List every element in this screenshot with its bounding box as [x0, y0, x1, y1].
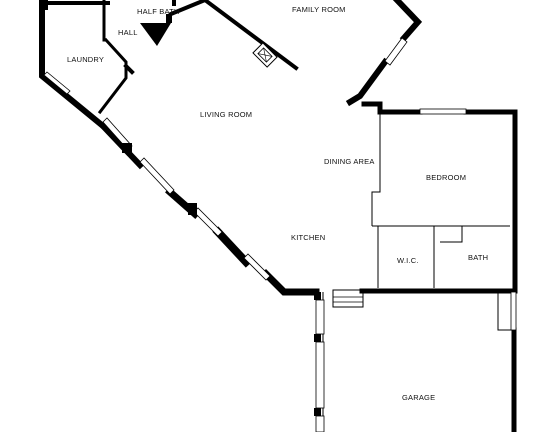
window-garage-right — [510, 291, 517, 331]
label-bath: BATH — [468, 253, 488, 262]
window-living-4 — [243, 253, 271, 281]
fireplace — [252, 42, 278, 68]
window-living-2 — [139, 157, 175, 195]
walls — [39, 0, 518, 432]
label-living-room: LIVING ROOM — [200, 110, 252, 119]
halfbath-corner — [172, 0, 176, 6]
wall-bedroom-top-right — [463, 109, 518, 293]
wall-family-right — [392, 0, 423, 43]
window-living-3 — [193, 207, 223, 237]
wall-family-right-lower — [345, 57, 390, 107]
wall-left-upper — [39, 0, 108, 131]
label-dining-area: DINING AREA — [324, 157, 375, 166]
wall-left-diagonal-3 — [212, 226, 252, 268]
label-hall: HALL — [118, 28, 138, 37]
pillar-1 — [122, 143, 132, 153]
wall-left-diagonal-1 — [98, 121, 145, 170]
window-garage-2 — [315, 341, 325, 409]
halfbath-sink — [166, 14, 172, 23]
window-garage-1 — [315, 299, 325, 335]
label-bedroom: BEDROOM — [426, 173, 466, 182]
partition-dining-right — [371, 112, 381, 226]
label-family-room: FAMILY ROOM — [292, 5, 346, 14]
room-labels: FAMILY ROOM HALF BATH HALL LAUNDRY LIVIN… — [67, 5, 488, 402]
window-bedroom — [419, 108, 467, 115]
hall-notch — [42, 0, 48, 10]
wall-diagonal-family — [202, 0, 299, 71]
wall-laundry-notch — [123, 63, 135, 75]
window-laundry — [43, 71, 71, 95]
wall-laundry-right — [97, 37, 128, 115]
halfbath-fixture — [140, 23, 171, 46]
garage-post-2 — [314, 334, 321, 342]
window-family-right — [384, 37, 408, 66]
garage-stairs — [332, 289, 364, 308]
fixtures — [42, 0, 321, 416]
label-wic: W.I.C. — [397, 256, 419, 265]
partition-bath-top — [440, 226, 463, 243]
garage-side-door — [497, 291, 513, 331]
garage-post-1 — [314, 292, 321, 300]
wall-left-lower — [261, 269, 320, 296]
garage-post-3 — [314, 408, 321, 416]
window-garage-3 — [315, 415, 325, 432]
label-laundry: LAUNDRY — [67, 55, 104, 64]
wall-dining-top — [361, 101, 383, 115]
windows — [43, 37, 517, 432]
label-kitchen: KITCHEN — [291, 233, 325, 242]
label-half-bath: HALF BATH — [137, 7, 180, 16]
pillar-2 — [188, 203, 197, 215]
wall-halfbath-right — [168, 0, 208, 17]
label-garage: GARAGE — [402, 393, 435, 402]
